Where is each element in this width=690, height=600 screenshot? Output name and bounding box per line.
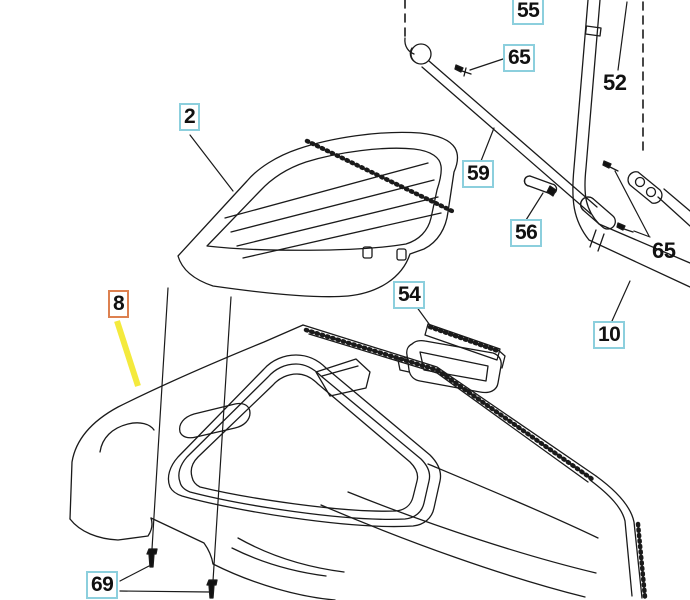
- hinge-tube-part-52-10: [572, 0, 690, 288]
- screw-65-right-lower: [616, 222, 634, 233]
- part-label-56[interactable]: 56: [510, 219, 543, 247]
- part-label-8-selected[interactable]: 8: [108, 290, 130, 318]
- screw-65-right-upper: [602, 160, 619, 172]
- highlight-leader-8: [114, 320, 141, 387]
- part-label-2[interactable]: 2: [179, 103, 201, 131]
- hinge-pivot-barrel: [627, 171, 690, 227]
- projection-dashed-lines: [404, 0, 644, 157]
- leader-lines: [119, 1, 651, 593]
- part-label-65-top[interactable]: 65: [503, 44, 536, 72]
- pin-part-56: [523, 175, 558, 197]
- lift-rod-part-59: [404, 37, 616, 230]
- grille-part-2: [177, 131, 459, 298]
- part-label-52[interactable]: 52: [603, 70, 627, 95]
- part-label-59[interactable]: 59: [462, 160, 495, 188]
- part-label-54[interactable]: 54: [393, 281, 426, 309]
- screw-65-top: [454, 64, 472, 77]
- part-label-55[interactable]: 55: [512, 0, 545, 25]
- hood-part-8: [69, 324, 648, 600]
- screws-part-69: [146, 548, 218, 599]
- part-label-65-bottom[interactable]: 65: [652, 238, 676, 263]
- part-label-10[interactable]: 10: [593, 321, 626, 349]
- part-label-69[interactable]: 69: [86, 571, 119, 599]
